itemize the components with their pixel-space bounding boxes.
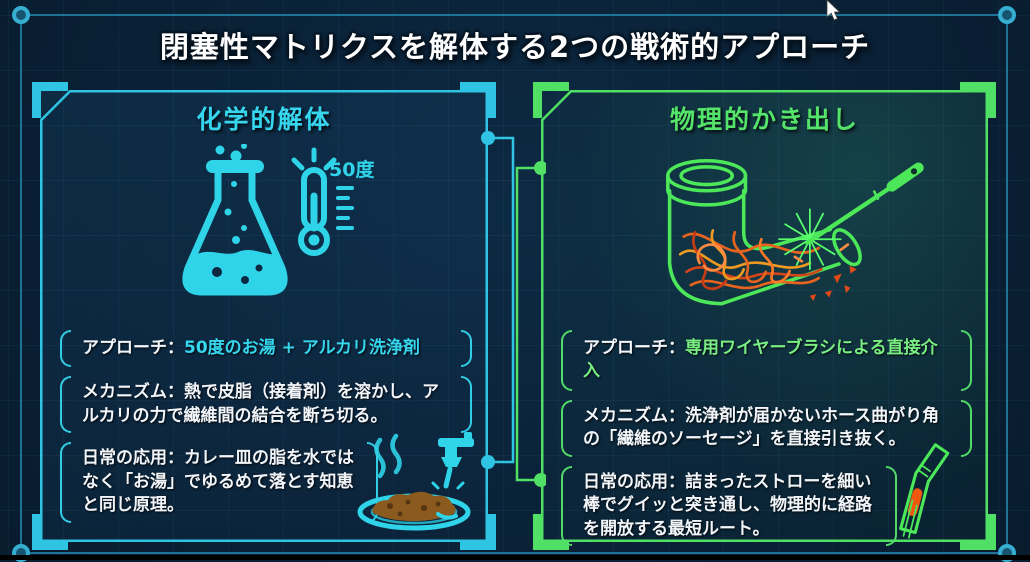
bracket-right-icon xyxy=(961,399,972,457)
thermometer-label: 50度 xyxy=(329,158,374,181)
faucet-icon xyxy=(438,432,474,467)
bracket-left-icon xyxy=(60,376,71,434)
row-text: 洗浄剤が届かないホース曲がり角の「繊維のソーセージ」を直接引き抜く。 xyxy=(583,405,940,450)
row-label: 日常の応用： xyxy=(583,471,685,492)
fiber-clog-icon xyxy=(678,229,823,290)
bottom-bar xyxy=(0,555,1030,560)
mechanism-row: メカニズム：熱で皮脂（接着剤）を溶かし、アルカリの力で繊維間の結合を断ち切る。 xyxy=(60,376,472,434)
page-title: 閉塞性マトリクスを解体する2つの戦術的アプローチ xyxy=(159,30,871,64)
panel-physical-border xyxy=(541,90,988,542)
panel-chemical-rows: アプローチ：50度のお湯 + アルカリ洗浄剤 メカニズム：熱で皮脂（接着剤）を溶… xyxy=(60,330,472,523)
frame-node-top-right-icon xyxy=(998,6,1016,24)
flask-thermometer-icon: 50度 xyxy=(182,144,374,296)
wire-brush-icon xyxy=(778,162,924,271)
row-text: 熱で皮脂（接着剤）を溶かし、アルカリの力で繊維間の結合を断ち切る。 xyxy=(82,382,439,426)
corner-accent-icon xyxy=(960,82,996,118)
blockage-icon xyxy=(907,488,923,517)
row-label: アプローチ： xyxy=(82,338,184,358)
corner-accent-icon xyxy=(960,514,996,550)
corner-accent-icon xyxy=(32,514,68,550)
bracket-right-icon xyxy=(961,330,972,391)
bracket-left-icon xyxy=(561,399,572,457)
daily-use-row: 日常の応用：カレー皿の脂を水ではなく「お湯」でゆるめて落とす知恵と同じ原理。 xyxy=(60,442,378,523)
bracket-left-icon xyxy=(60,330,71,368)
row-label: メカニズム： xyxy=(583,405,685,426)
corner-accent-icon xyxy=(460,514,496,550)
row-text: カレー皿の脂を水ではなく「お湯」でゆるめて落とす知恵と同じ原理。 xyxy=(82,448,354,516)
faucet-curry-plate-icon xyxy=(357,432,474,531)
bracket-left-icon xyxy=(561,330,572,391)
bracket-right-icon xyxy=(461,376,472,434)
panel-physical: 物理的かき出し xyxy=(533,82,996,550)
connector-lines-icon xyxy=(481,131,546,487)
approach-row: アプローチ：50度のお湯 + アルカリ洗浄剤 xyxy=(60,330,472,368)
pipe-icon xyxy=(666,158,862,306)
row-text: 専用ワイヤーブラシによる直接介入 xyxy=(583,338,938,382)
bracket-right-icon xyxy=(461,330,472,368)
pipe-wire-brush-icon xyxy=(666,158,924,306)
outer-frame xyxy=(20,14,1008,554)
daily-use-row: 日常の応用：詰まったストローを細い棒でグイッと突き通し、物理的に経路を開放する最… xyxy=(561,465,897,547)
panel-chemical-title: 化学的解体 xyxy=(196,105,332,134)
panel-chemical: 化学的解体 xyxy=(32,82,496,550)
corner-accent-icon xyxy=(533,82,569,118)
panel-physical-title: 物理的かき出し xyxy=(669,105,859,134)
corner-accent-icon xyxy=(32,82,68,118)
frame-node-top-left-icon xyxy=(12,6,30,24)
row-text: 50度のお湯 + アルカリ洗浄剤 xyxy=(184,338,421,358)
mouse-cursor-icon xyxy=(826,0,841,21)
corner-accent-icon xyxy=(460,82,496,118)
approach-row: アプローチ：専用ワイヤーブラシによる直接介入 xyxy=(561,330,972,391)
debris-icon xyxy=(809,265,857,302)
curry-icon xyxy=(372,491,456,522)
row-label: メカニズム： xyxy=(82,382,184,403)
bracket-left-icon xyxy=(60,442,71,523)
thermometer-icon: 50度 xyxy=(291,147,374,256)
mechanism-row: メカニズム：洗浄剤が届かないホース曲がり角の「繊維のソーセージ」を直接引き抜く。 xyxy=(561,399,972,457)
flask-icon xyxy=(182,144,288,296)
row-label: アプローチ： xyxy=(583,338,685,358)
panel-physical-rows: アプローチ：専用ワイヤーブラシによる直接介入 メカニズム：洗浄剤が届かないホース… xyxy=(561,330,972,547)
panel-chemical-border xyxy=(40,90,488,542)
straw-icon xyxy=(899,443,950,539)
row-text: 詰まったストローを細い棒でグイッと突き通し、物理的に経路を開放する最短ルート。 xyxy=(583,471,872,539)
row-label: 日常の応用： xyxy=(82,448,184,469)
corner-accent-icon xyxy=(533,514,569,550)
